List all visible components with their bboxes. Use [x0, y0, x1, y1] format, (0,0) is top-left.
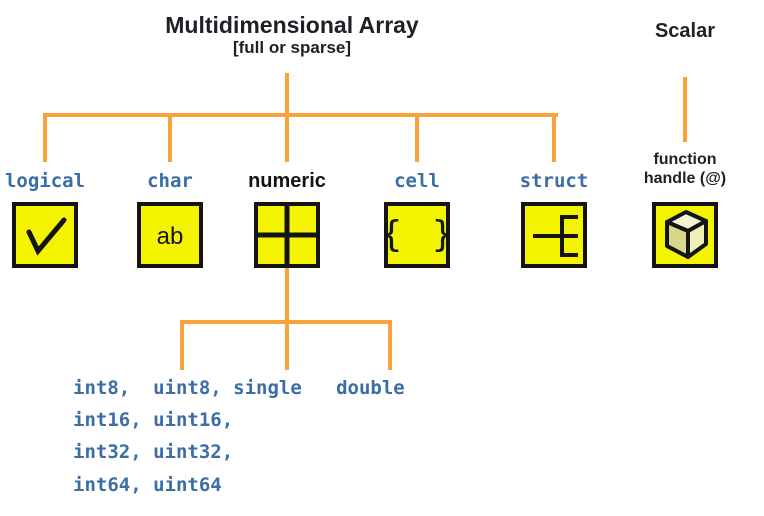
- numeric-children-line4: int64, uint64: [73, 474, 222, 496]
- tree-root-stem-line: [285, 73, 289, 117]
- numeric-drop-line-double: [388, 320, 392, 370]
- scalar-stem-line: [683, 77, 687, 142]
- type-label-numeric: numeric: [248, 170, 326, 192]
- tree-drop-line-logical: [43, 113, 47, 162]
- scalar-title: Scalar: [654, 20, 716, 42]
- numeric-drop-line-integers: [180, 320, 184, 370]
- tree-drop-line-struct: [552, 113, 556, 162]
- numeric-stem-line: [285, 268, 289, 370]
- char-type-box: ab: [137, 202, 203, 268]
- type-label-logical: logical: [4, 170, 86, 192]
- numeric-children-line3: int32, uint32,: [73, 441, 234, 463]
- numeric-children-line2: int16, uint16,: [73, 409, 234, 431]
- struct-type-box: [521, 202, 587, 268]
- function-handle-type-box: [652, 202, 718, 268]
- type-label-cell: cell: [394, 170, 440, 192]
- braces-icon: { }: [380, 213, 458, 255]
- cube-icon: [665, 210, 708, 259]
- diagram-title: Multidimensional Array: [165, 12, 419, 38]
- tree-drop-line-numeric: [285, 113, 289, 162]
- numeric-type-box: [254, 202, 320, 268]
- cell-type-box: { }: [380, 202, 454, 268]
- struct-tree-icon: [533, 215, 578, 257]
- function-handle-label-line2: handle (@): [643, 170, 727, 187]
- diagram-subtitle: [full or sparse]: [232, 38, 352, 57]
- function-handle-label: function handle (@): [615, 150, 755, 188]
- type-label-struct: struct: [519, 170, 589, 192]
- tree-drop-line-char: [168, 113, 172, 162]
- checkmark-icon: [26, 217, 67, 256]
- tree-horizontal-line: [43, 113, 558, 117]
- tree-drop-line-cell: [415, 113, 419, 162]
- grid-icon: [258, 206, 316, 264]
- logical-type-box: [12, 202, 78, 268]
- numeric-children-line1: int8, uint8, single double: [73, 377, 405, 399]
- function-handle-label-line1: function: [653, 151, 717, 168]
- numeric-horizontal-line: [180, 320, 392, 324]
- type-label-char: char: [147, 170, 193, 192]
- ab-icon: ab: [156, 223, 184, 250]
